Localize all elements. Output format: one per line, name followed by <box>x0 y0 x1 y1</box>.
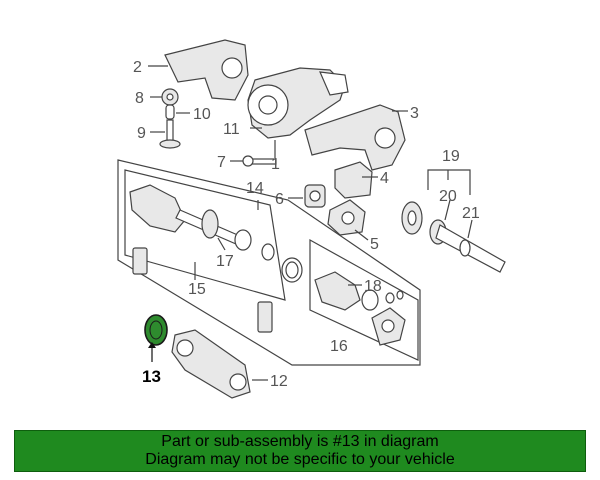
callout-2: 2 <box>133 59 142 76</box>
callout-11: 11 <box>223 121 240 138</box>
banner-line-2: Diagram may not be specific to your vehi… <box>145 451 455 468</box>
part-5-mount <box>327 199 369 241</box>
callout-4: 4 <box>380 170 389 187</box>
part-3-crossmember <box>304 104 408 171</box>
callout-15: 15 <box>188 281 206 298</box>
callout-9: 9 <box>137 125 146 142</box>
part-10-spacer <box>165 104 190 120</box>
callout-5: 5 <box>370 236 379 253</box>
callout-21: 21 <box>462 205 480 222</box>
info-banner: Part or sub-assembly is #13 in diagram D… <box>14 430 586 472</box>
assembly-outline-14 <box>117 159 421 366</box>
assembly-outline-15 <box>124 169 286 301</box>
part-4-mount <box>334 161 378 199</box>
callout-12: 12 <box>270 373 288 390</box>
callout-10: 10 <box>193 106 211 123</box>
part-19-21-axle <box>401 169 506 273</box>
part-8-nut <box>150 88 179 106</box>
callout-18: 18 <box>364 278 382 295</box>
assembly-outline-16 <box>309 238 419 361</box>
banner-line-1: Part or sub-assembly is #13 in diagram <box>161 433 439 450</box>
callout-6: 6 <box>275 191 284 208</box>
part-14-clamps <box>257 200 303 333</box>
part-15-driveshaft <box>129 184 275 280</box>
callout-19: 19 <box>442 148 460 165</box>
part-9-bolt <box>150 119 181 149</box>
part-16-cv-joint <box>314 271 406 346</box>
parts-diagram: 2 8 10 9 11 3 7 1 4 6 5 19 20 21 14 17 1… <box>117 39 506 399</box>
callout-17: 17 <box>216 253 234 270</box>
part-13-seal-highlighted <box>144 314 168 362</box>
callout-8: 8 <box>135 90 144 107</box>
callout-20: 20 <box>439 188 457 205</box>
part-7-bolt <box>230 155 277 167</box>
callout-14: 14 <box>246 180 264 197</box>
part-2-bracket <box>148 39 249 101</box>
callout-1: 1 <box>271 156 280 173</box>
part-11-differential <box>247 67 349 139</box>
part-6-bushing <box>288 184 326 208</box>
callout-3: 3 <box>410 105 419 122</box>
callout-13: 13 <box>142 367 161 386</box>
callout-7: 7 <box>217 154 226 171</box>
part-12-housing <box>171 329 268 399</box>
callout-16: 16 <box>330 338 348 355</box>
